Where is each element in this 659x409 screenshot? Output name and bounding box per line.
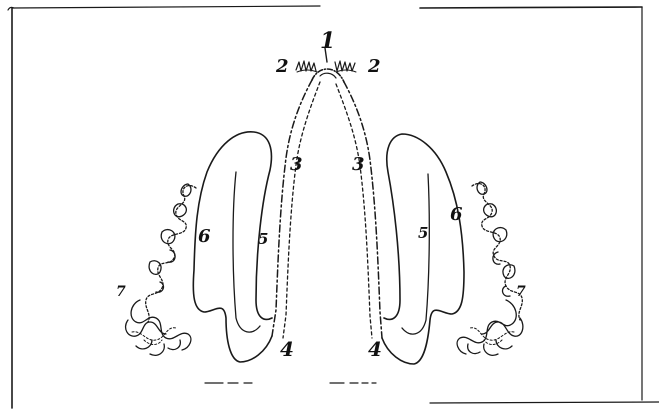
coiled-tubule-left <box>126 184 196 355</box>
label-2-left: 2 <box>275 56 289 77</box>
label-3-right: 3 <box>352 154 365 175</box>
fringe-right <box>335 61 356 72</box>
coiled-tubule-right <box>457 182 523 355</box>
duct-left <box>272 80 320 338</box>
label-4-left: 4 <box>280 337 294 361</box>
horn-right <box>382 134 464 364</box>
figure-frame <box>8 6 659 408</box>
label-7-left: 7 <box>116 284 126 300</box>
fringe-left <box>296 61 317 72</box>
label-6-left: 6 <box>198 226 211 247</box>
label-3-left: 3 <box>290 154 303 175</box>
label-7-right: 7 <box>516 284 526 300</box>
duct-right <box>336 82 382 338</box>
label-5-left: 5 <box>258 230 268 248</box>
label-4-right: 4 <box>368 337 382 361</box>
label-5-right: 5 <box>418 224 428 242</box>
label-6-right: 6 <box>450 204 463 225</box>
label-1: 1 <box>320 28 335 54</box>
label-2-right: 2 <box>367 56 381 77</box>
